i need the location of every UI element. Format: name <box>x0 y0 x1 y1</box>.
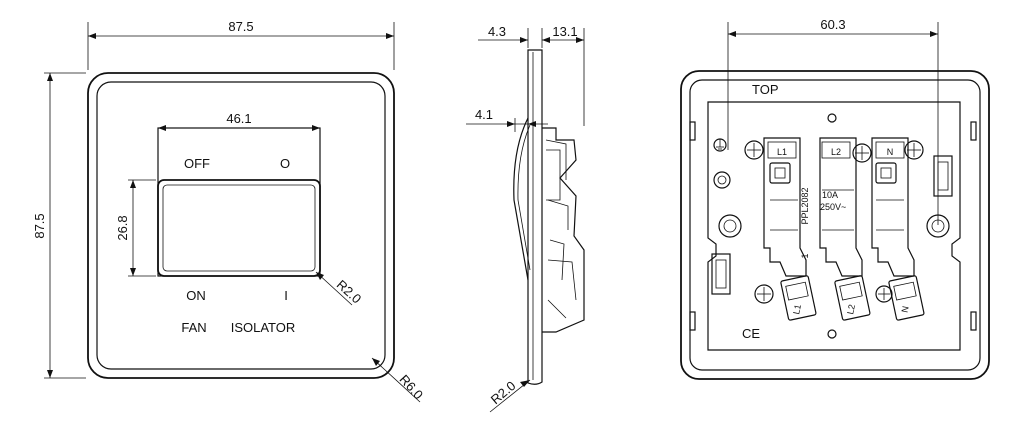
fan-label: FAN <box>181 320 206 335</box>
clamp-n-label: N <box>899 305 910 313</box>
terminal-l1-label: L1 <box>777 147 787 157</box>
front-view: 87.5 87.5 46.1 26.8 R2.0 R6.0 OFF O ON I <box>32 19 427 403</box>
bottom-hole <box>827 329 837 339</box>
depth-dim: 13.1 <box>552 24 577 39</box>
clamp-n <box>888 275 925 321</box>
screw-bottom-mid <box>875 285 893 303</box>
rear-plate-outline <box>680 70 990 380</box>
front-height-dim: 87.5 <box>32 213 47 238</box>
side-plate <box>527 49 543 385</box>
pin-mark: 1 <box>800 253 810 258</box>
earth-screw <box>713 171 731 189</box>
screw-top-left <box>744 140 764 160</box>
top-label: TOP <box>752 82 779 97</box>
on-label: ON <box>186 288 206 303</box>
edge-radius-dim: R2.0 <box>488 378 519 407</box>
off-label: OFF <box>184 156 210 171</box>
terminal-n <box>871 137 915 277</box>
side-body <box>542 127 585 333</box>
plate-radius-dim: R6.0 <box>397 372 427 402</box>
front-plate-inner-bevel <box>96 81 386 370</box>
clamp-l2-label: L2 <box>845 303 857 315</box>
clamp-l2 <box>834 275 871 321</box>
part-code: PPL2082 <box>800 187 810 224</box>
terminal-l2-label: L2 <box>831 147 841 157</box>
terminal-l2 <box>819 137 863 277</box>
terminal-l1 <box>763 137 807 277</box>
fixing-hole-right <box>926 214 950 238</box>
fixing-hole-left <box>718 214 742 238</box>
ce-mark-icon: CE <box>742 326 760 341</box>
rocker-recess <box>157 127 321 277</box>
slot-bottom-right <box>970 311 977 331</box>
top-hole <box>827 113 837 123</box>
rocker-inner <box>162 184 316 272</box>
o-symbol: O <box>280 156 290 171</box>
clamp-l1 <box>780 275 817 321</box>
latch-right <box>933 155 953 197</box>
rocker-height-dim: 26.8 <box>115 215 130 240</box>
front-plate-outline <box>87 72 395 379</box>
step-dim: 4.1 <box>475 107 493 122</box>
rocker-width-dim: 46.1 <box>226 111 251 126</box>
side-view: 4.3 13.1 4.1 R2.0 <box>466 24 585 413</box>
screw-top-mid <box>852 143 872 163</box>
rear-body-outline <box>707 101 961 351</box>
center-dim: 60.3 <box>820 17 845 32</box>
screw-bottom-left <box>754 284 774 304</box>
rating-voltage: 250V~ <box>820 202 846 212</box>
i-symbol: I <box>284 288 288 303</box>
plate-radius-leader <box>371 357 421 403</box>
rating-current: 10A <box>822 190 838 200</box>
clamp-l1-label: L1 <box>791 303 803 315</box>
isolator-label: ISOLATOR <box>231 320 296 335</box>
slot-top-right <box>970 121 977 141</box>
rear-plate-inner <box>689 79 981 371</box>
slot-bottom-left <box>689 311 696 331</box>
screw-top-right <box>904 140 924 160</box>
terminal-n-label: N <box>887 147 894 157</box>
slot-top-left <box>689 121 696 141</box>
plate-thickness-dim: 4.3 <box>488 24 506 39</box>
front-width-dim: 87.5 <box>228 19 253 34</box>
side-rocker-profile <box>513 117 529 281</box>
latch-left <box>711 253 731 295</box>
rocker-outline <box>157 179 321 277</box>
rear-view: 60.3 TOP <box>680 17 990 380</box>
